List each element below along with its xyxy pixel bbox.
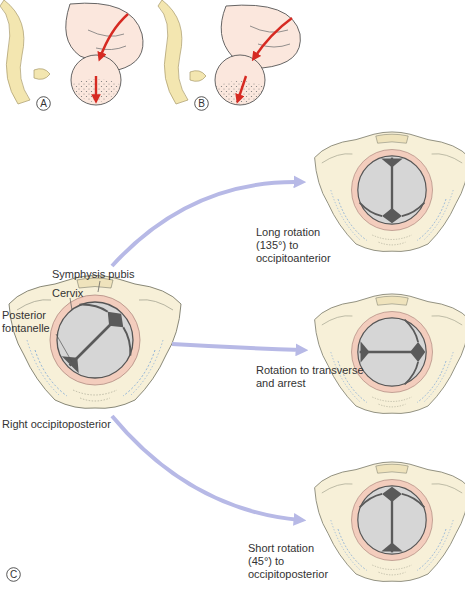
force-arrow	[100, 14, 128, 58]
maternal-bone	[34, 69, 50, 80]
pelvis-view-transverse	[315, 294, 465, 414]
annotation-label: Right occipitoposterior	[2, 418, 132, 431]
annotation-label: Symphysis pubis	[52, 268, 152, 281]
circle-outline	[37, 97, 51, 111]
maternal-bone	[190, 71, 206, 82]
panel-letter: B	[194, 96, 209, 111]
circle-outline	[195, 97, 209, 111]
skull-sutures	[360, 320, 426, 385]
circle-outline	[7, 568, 21, 582]
pelvis-outline	[9, 276, 181, 409]
annotation-label: Posterior fontanelle	[2, 309, 64, 335]
annotation-label: Rotation to transverse and arrest	[256, 364, 372, 390]
force-arrow	[238, 76, 246, 100]
panel-letter: A	[36, 96, 51, 111]
skull-sutures	[360, 487, 425, 553]
pelvis-view-op	[315, 462, 465, 582]
panel-letter-circle: A	[36, 96, 51, 111]
fetus-illustration-a	[0, 0, 143, 105]
fetal-head	[71, 55, 121, 105]
leader-line	[98, 281, 100, 292]
annotation-label: Short rotation (45°) to occipitoposterio…	[248, 542, 340, 581]
pelvis-view-oa	[315, 132, 465, 252]
fetal-head	[215, 55, 265, 105]
pelvis-outline	[315, 132, 465, 252]
force-arrow	[254, 18, 292, 58]
panel-letter-circle: B	[194, 96, 209, 111]
skull-sutures	[44, 288, 147, 391]
maternal-bone	[158, 0, 188, 104]
annotation-label: Long rotation (135°) to occipitoanterior	[256, 226, 338, 265]
rotation-arrow	[172, 344, 302, 350]
pelvis-outline	[315, 462, 465, 582]
pelvis-view-rop	[9, 276, 181, 409]
rotation-arrow	[112, 416, 300, 520]
fetus-illustration-b	[158, 0, 300, 105]
pelvis-outline	[315, 294, 465, 414]
panel-letter-circle: C	[6, 567, 21, 582]
leader-line	[70, 298, 72, 310]
leader-line	[56, 334, 72, 362]
panel-letter: C	[6, 567, 21, 582]
skull-sutures	[360, 158, 425, 224]
force-arrow	[95, 76, 97, 100]
maternal-bone	[0, 0, 30, 104]
annotation-label: Cervix	[52, 287, 112, 300]
